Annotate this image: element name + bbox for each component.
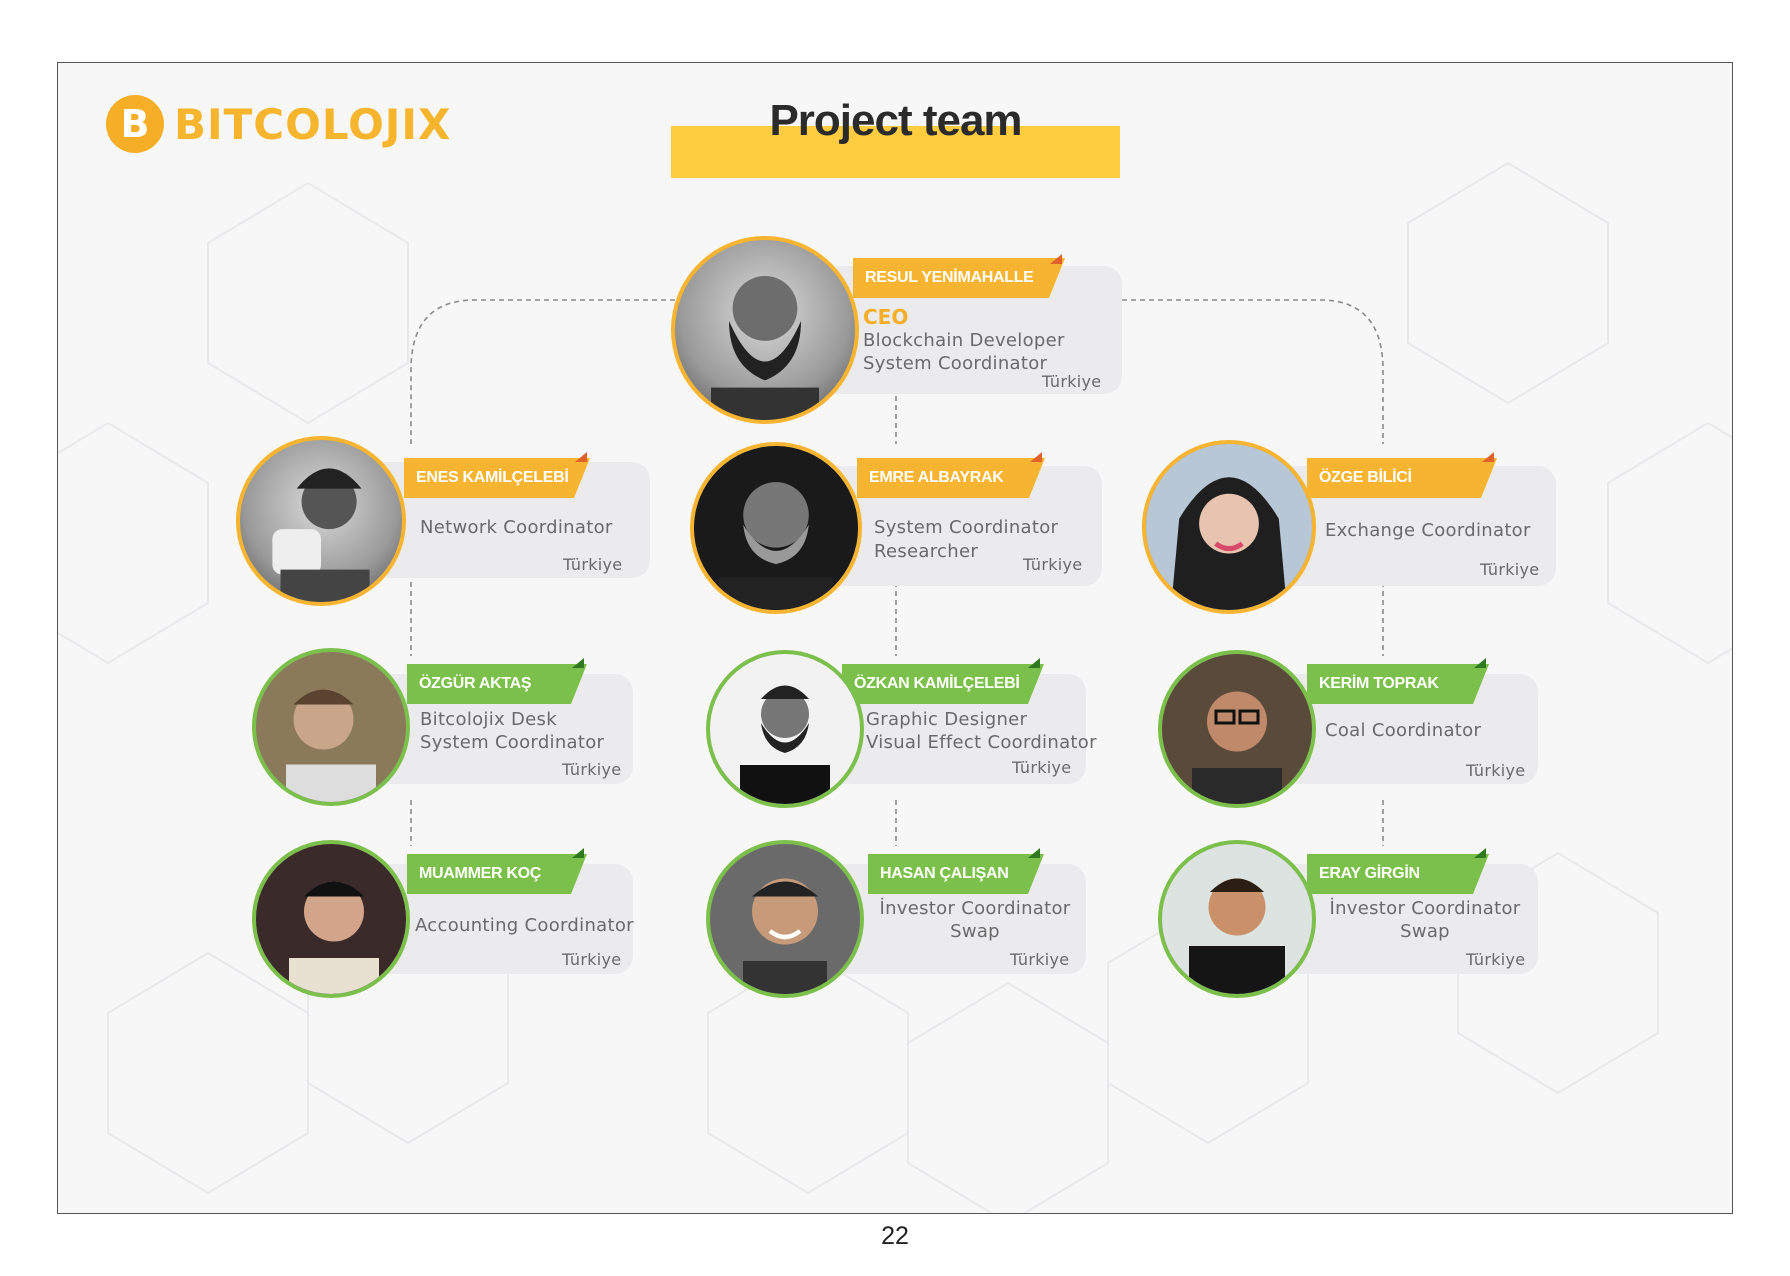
member-country: Türkiye	[562, 950, 622, 969]
member-role: İnvestor Coordinator	[879, 898, 1071, 919]
member-photo	[690, 442, 862, 614]
page-title: Project team	[769, 96, 1022, 145]
member-name-tag: EMRE ALBAYRAK	[857, 458, 1045, 498]
member-role: Exchange Coordinator	[1325, 520, 1531, 541]
logo-wordmark: BITCOLOJIX	[174, 99, 452, 149]
member-role: Blockchain Developer	[863, 330, 1065, 351]
member-role: System Coordinator	[863, 353, 1048, 374]
member-country: Türkiye	[1480, 560, 1540, 579]
member-country: Türkiye	[563, 555, 623, 574]
member-name-tag: ERAY GİRGİN	[1307, 854, 1489, 894]
tag-fold	[572, 658, 584, 668]
member-photo	[671, 236, 859, 424]
member-country: Türkiye	[562, 760, 622, 779]
member-name-tag: HASAN ÇALIŞAN	[868, 854, 1044, 894]
member-photo	[252, 840, 410, 998]
member-role: Network Coordinator	[420, 517, 613, 538]
member-name-tag: ÖZGÜR AKTAŞ	[407, 664, 587, 704]
tag-fold	[1030, 452, 1042, 462]
member-role: İnvestor Coordinator	[1329, 898, 1521, 919]
page-frame	[57, 62, 1733, 1214]
member-name-tag: KERİM TOPRAK	[1307, 664, 1489, 704]
tag-fold	[1474, 848, 1486, 858]
member-title: CEO	[863, 305, 909, 329]
tag-fold	[1028, 658, 1040, 668]
member-country: Türkiye	[1042, 372, 1102, 391]
member-name-tag: ÖZGE BİLİCİ	[1307, 458, 1497, 498]
member-country: Türkiye	[1012, 758, 1072, 777]
member-role: Accounting Coordinator	[415, 915, 634, 936]
tag-fold	[1474, 658, 1486, 668]
member-photo	[1142, 440, 1316, 614]
member-country: Türkiye	[1023, 555, 1083, 574]
tag-fold	[575, 452, 587, 462]
member-name-tag: ÖZKAN KAMİLÇELEBİ	[842, 664, 1044, 704]
tag-fold	[572, 848, 584, 858]
bitcoin-logo-icon: B	[106, 95, 164, 153]
member-country: Türkiye	[1010, 950, 1070, 969]
member-photo	[1158, 840, 1316, 998]
member-role: Coal Coordinator	[1325, 720, 1482, 741]
member-role: Visual Effect Coordinator	[866, 732, 1097, 753]
member-photo	[1158, 650, 1316, 808]
member-country: Türkiye	[1466, 761, 1526, 780]
member-name-tag: ENES KAMİLÇELEBİ	[404, 458, 590, 498]
tag-fold	[1482, 452, 1494, 462]
member-role: Graphic Designer	[866, 709, 1028, 730]
tag-fold	[1028, 848, 1040, 858]
member-photo	[252, 648, 410, 806]
member-country: Türkiye	[1466, 950, 1526, 969]
member-name-tag: RESUL YENİMAHALLE	[853, 258, 1065, 298]
bitcolojix-logo: B BITCOLOJIX	[106, 95, 451, 153]
member-photo	[706, 650, 864, 808]
tag-fold	[1050, 254, 1062, 264]
member-role: Researcher	[874, 541, 979, 562]
member-role: Swap	[1400, 921, 1450, 942]
member-role: Bitcolojix Desk	[420, 709, 557, 730]
member-name-tag: MUAMMER KOÇ	[407, 854, 587, 894]
member-role: System Coordinator	[874, 517, 1059, 538]
page-number: 22	[881, 1222, 909, 1250]
member-role: Swap	[950, 921, 1000, 942]
member-role: System Coordinator	[420, 732, 605, 753]
member-photo	[236, 436, 406, 606]
title-highlight-bar	[671, 126, 1120, 178]
member-photo	[706, 840, 864, 998]
